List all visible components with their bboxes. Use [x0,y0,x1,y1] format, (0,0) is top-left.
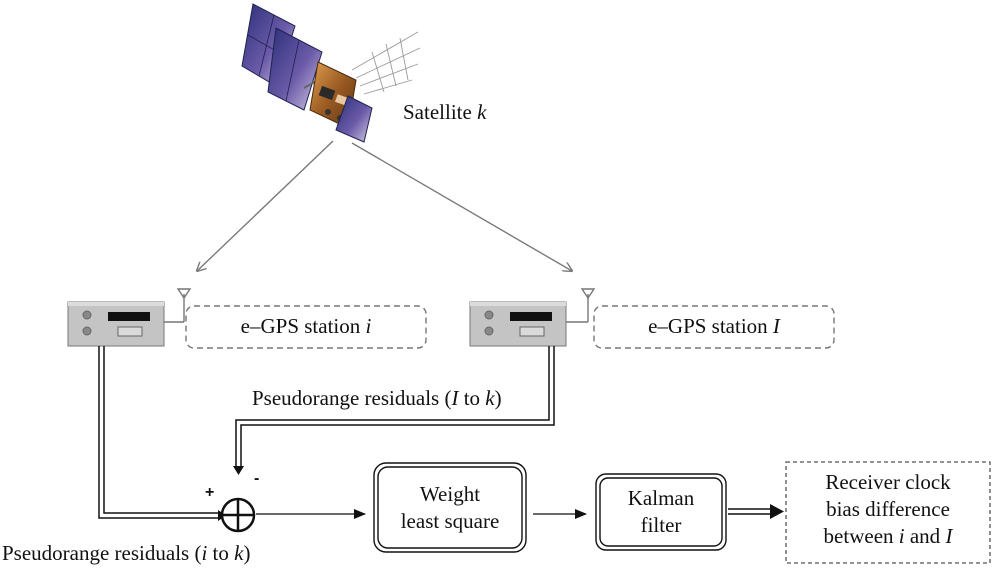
junction-minus-sign: - [254,470,260,487]
residuals-lower-prefix: Pseudorange residuals ( [2,541,202,565]
wls-label-line1: Weight [419,482,481,506]
residuals-lower-mid: to [207,541,235,565]
satellite-label-var: k [477,100,487,124]
output-line3-var1: i [898,524,905,548]
residuals-lower-label: Pseudorange residuals (i to k) [2,543,250,564]
output-box [785,461,991,564]
station-i-label-var: i [365,314,372,338]
station-i-box [185,305,427,349]
output-line3-var2: I [945,524,953,548]
residuals-upper-var2: k [485,386,495,410]
station-I-box [593,305,835,349]
kalman-label: Kalman filter [600,485,722,539]
signal-arrow-to-station-i [197,140,334,271]
kalman-block [595,473,727,551]
summing-junction [220,497,256,533]
station-i-label-prefix: e–GPS station [240,314,366,338]
residuals-upper-prefix: Pseudorange residuals ( [252,386,452,410]
residuals-upper-mid: to [458,386,486,410]
residual-path-I [233,346,555,475]
residuals-upper-suffix: ) [494,386,502,410]
station-I-label: e–GPS station I [594,316,834,337]
residuals-upper-label: Pseudorange residuals (I to k) [252,388,502,409]
output-label: Receiver clock bias difference between i… [786,469,990,550]
satellite-label-prefix: Satellite [403,100,478,124]
junction-plus-sign: + [205,484,215,501]
receiver-I-icon [469,288,596,347]
station-i-label: e–GPS station i [186,316,426,337]
satellite-icon [241,3,421,143]
residuals-lower-var1: i [201,541,208,565]
satellite-label: Satellite k [403,102,486,123]
residuals-upper-var1: I [451,386,459,410]
arrow-kalman-to-output [728,504,784,519]
wls-label-line2: least square [400,509,500,533]
signal-arrow-to-station-I [351,142,572,271]
output-label-line2: bias difference [826,497,950,521]
output-line3-mid: and [904,524,946,548]
wls-label: Weight least square [378,481,522,535]
output-label-line3: between i and I [786,523,990,550]
residuals-lower-var2: k [234,541,244,565]
station-I-label-var: I [772,314,780,338]
wls-block [373,462,527,553]
station-I-label-prefix: e–GPS station [648,314,773,338]
kalman-label-line1: Kalman [627,486,695,510]
output-line3-prefix: between [823,524,899,548]
output-label-line1: Receiver clock [825,470,951,494]
residuals-lower-suffix: ) [243,541,251,565]
receiver-i-icon [67,288,192,347]
kalman-label-line2: filter [640,513,682,537]
